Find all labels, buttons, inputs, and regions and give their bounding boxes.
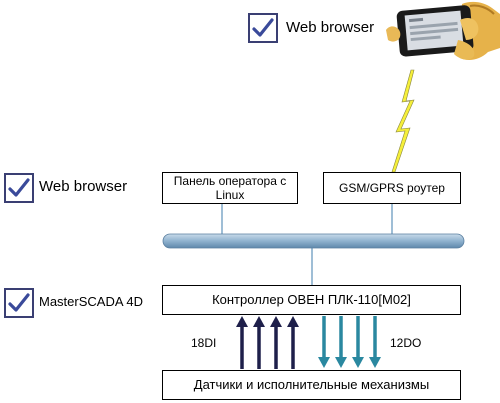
scada-label: MasterSCADA 4D — [39, 294, 144, 309]
operator-panel-box: Панель оператора с Linux — [162, 172, 298, 204]
check-mark-icon — [252, 18, 274, 37]
hand-holding-phone-icon — [386, 1, 500, 60]
left-browser-checkbox[interactable] — [4, 173, 34, 203]
devices-box: Датчики и исполнительные механизмы — [162, 370, 461, 400]
wireless-lightning-icon — [391, 69, 415, 173]
controller-box: Контроллер ОВЕН ПЛК-110[М02] — [162, 285, 461, 315]
scada-checkbox[interactable] — [4, 288, 34, 318]
output-arrow — [318, 316, 330, 368]
left-browser-label: Web browser — [39, 178, 128, 195]
devices-label: Датчики и исполнительные механизмы — [193, 377, 430, 392]
output-arrow — [352, 316, 364, 368]
top-browser-label: Web browser — [286, 19, 375, 36]
gsm-router-label: GSM/GPRS роутер — [339, 181, 445, 195]
controller-label: Контроллер ОВЕН ПЛК-110[М02] — [212, 292, 411, 307]
outputs-label: 12DO — [390, 336, 422, 350]
input-arrow — [253, 316, 265, 369]
output-arrow — [335, 316, 347, 368]
check-mark-icon — [8, 293, 30, 312]
input-arrow — [287, 316, 299, 369]
input-arrow — [236, 316, 248, 369]
gsm-router-box: GSM/GPRS роутер — [323, 172, 461, 204]
inputs-label: 18DI — [191, 336, 217, 350]
input-arrows — [236, 316, 299, 369]
check-mark-icon — [8, 178, 30, 197]
input-arrow — [270, 316, 282, 369]
operator-panel-label: Панель оператора с Linux — [173, 174, 287, 202]
output-arrow — [369, 316, 381, 368]
network-bus — [162, 233, 465, 249]
top-browser-checkbox[interactable] — [248, 13, 278, 43]
output-arrows — [318, 316, 381, 368]
